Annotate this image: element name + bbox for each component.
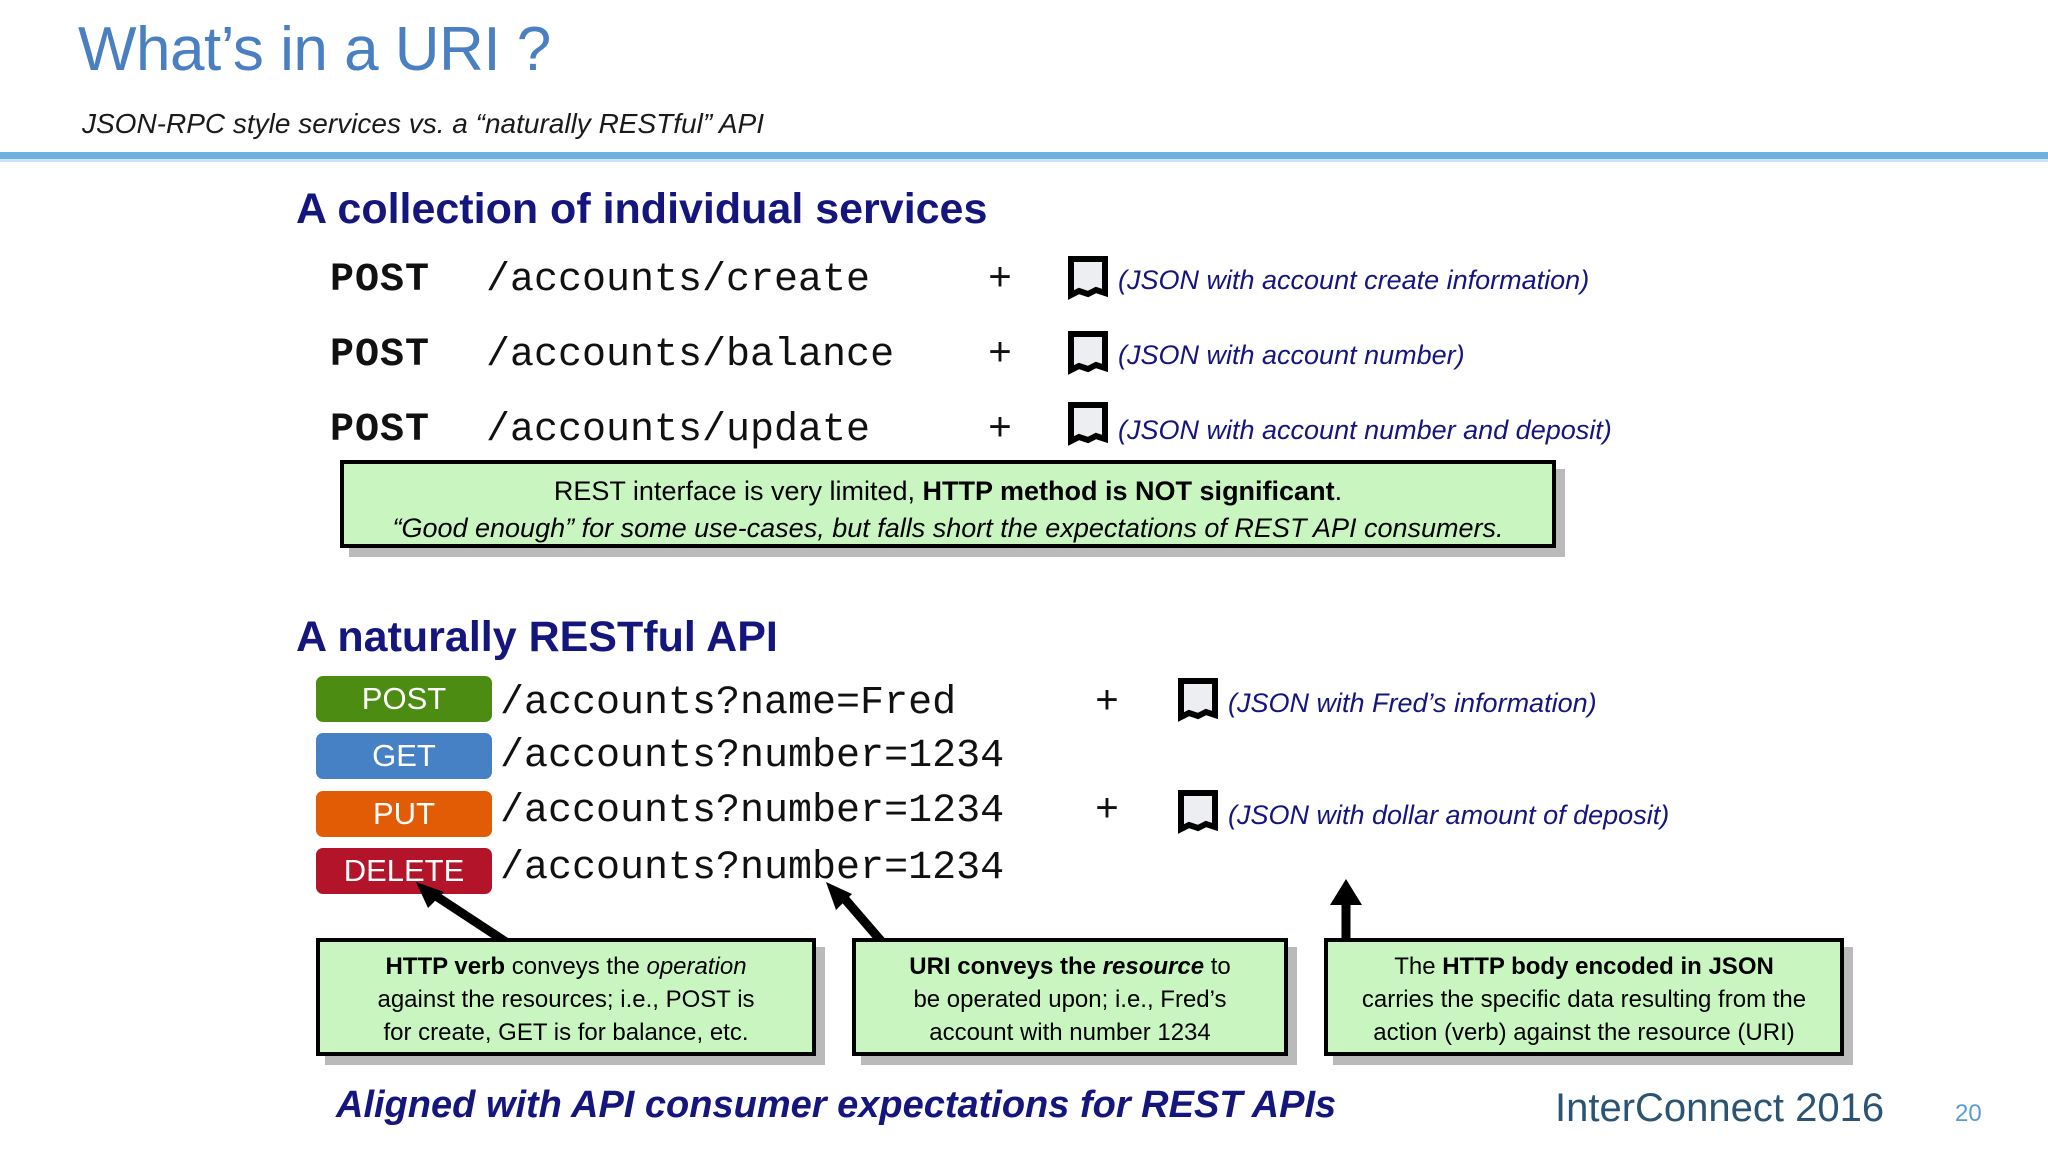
rpc-plus-1: + bbox=[988, 258, 1013, 303]
arrow-body-callout bbox=[1316, 877, 1376, 947]
rest-note-put: (JSON with dollar amount of deposit) bbox=[1228, 800, 1670, 830]
http-verb-badge-post[interactable]: POST bbox=[316, 676, 492, 722]
callout-text: . bbox=[1334, 476, 1343, 506]
badge-label: DELETE bbox=[343, 853, 465, 888]
callout-uri-resource: URI conveys the resource to be operated … bbox=[852, 938, 1288, 1056]
callout-italic: operation bbox=[646, 953, 747, 980]
rpc-uri-1: /accounts/create bbox=[486, 258, 871, 303]
http-verb-badge-get[interactable]: GET bbox=[316, 733, 492, 779]
callout-rest-limited-line1: REST interface is very limited, HTTP met… bbox=[344, 473, 1552, 510]
badge-label: POST bbox=[361, 681, 447, 716]
rest-plus-post: + bbox=[1095, 681, 1120, 726]
callout-rest-limited-line2: “Good enough” for some use-cases, but fa… bbox=[392, 513, 1504, 543]
callout-http-body-line3: action (verb) against the resource (URI) bbox=[1373, 1019, 1795, 1046]
json-document-icon bbox=[1068, 256, 1108, 300]
callout-http-body-line2: carries the specific data resulting from… bbox=[1361, 986, 1807, 1013]
callout-http-verb-line2: against the resources; i.e., POST is bbox=[377, 986, 755, 1013]
arrow-verb-callout bbox=[410, 880, 520, 946]
header-divider bbox=[0, 152, 2048, 159]
callout-bold: HTTP verb bbox=[385, 953, 506, 980]
callout-bold-italic: resource bbox=[1102, 953, 1205, 980]
rpc-note-3: (JSON with account number and deposit) bbox=[1118, 415, 1612, 445]
callout-text: conveys the bbox=[505, 953, 647, 980]
callout-http-verb-line3: for create, GET is for balance, etc. bbox=[383, 1019, 749, 1046]
rpc-verb-2: POST bbox=[330, 333, 431, 378]
http-verb-badge-put[interactable]: PUT bbox=[316, 791, 492, 837]
rpc-note-2: (JSON with account number) bbox=[1118, 340, 1465, 370]
badge-label: PUT bbox=[373, 796, 435, 831]
rest-uri-put: /accounts?number=1234 bbox=[500, 789, 1005, 834]
badge-label: GET bbox=[372, 738, 436, 773]
rpc-verb-3: POST bbox=[330, 408, 431, 453]
callout-bold: HTTP method is NOT significant bbox=[922, 476, 1335, 506]
slide-page-number: 20 bbox=[1955, 1100, 1982, 1127]
page-subtitle: JSON-RPC style services vs. a “naturally… bbox=[82, 108, 765, 139]
callout-uri-resource-line2: be operated upon; i.e., Fred’s bbox=[913, 986, 1227, 1013]
rpc-uri-3: /accounts/update bbox=[486, 408, 871, 453]
callout-text: REST interface is very limited, bbox=[553, 476, 923, 506]
callout-http-body: The HTTP body encoded in JSON carries th… bbox=[1324, 938, 1844, 1056]
rpc-uri-2: /accounts/balance bbox=[486, 333, 895, 378]
callout-bold: URI conveys the bbox=[909, 953, 1103, 980]
json-document-icon bbox=[1068, 331, 1108, 375]
rest-plus-put: + bbox=[1095, 789, 1120, 834]
callout-uri-resource-line1: URI conveys the resource to bbox=[856, 950, 1284, 983]
callout-http-verb: HTTP verb conveys the operation against … bbox=[316, 938, 816, 1056]
rest-uri-delete: /accounts?number=1234 bbox=[500, 846, 1005, 891]
callout-bold: HTTP body encoded in JSON bbox=[1442, 953, 1774, 980]
rpc-plus-2: + bbox=[988, 333, 1013, 378]
rpc-verb-1: POST bbox=[330, 258, 431, 303]
callout-text: to bbox=[1204, 953, 1231, 980]
json-document-icon bbox=[1178, 678, 1218, 722]
callout-text: The bbox=[1394, 953, 1443, 980]
callout-http-body-line1: The HTTP body encoded in JSON bbox=[1328, 950, 1840, 983]
arrow-uri-callout bbox=[820, 880, 910, 946]
footer-brand: InterConnect 2016 bbox=[1555, 1086, 1885, 1130]
footer-tagline: Aligned with API consumer expectations f… bbox=[336, 1084, 1337, 1126]
rpc-note-1: (JSON with account create information) bbox=[1118, 265, 1590, 295]
callout-uri-resource-line3: account with number 1234 bbox=[929, 1019, 1211, 1046]
callout-http-verb-line1: HTTP verb conveys the operation bbox=[320, 950, 812, 983]
callout-rest-limited: REST interface is very limited, HTTP met… bbox=[340, 460, 1556, 548]
rpc-plus-3: + bbox=[988, 408, 1013, 453]
section-heading-rpc: A collection of individual services bbox=[296, 185, 988, 233]
rest-uri-post: /accounts?name=Fred bbox=[500, 681, 957, 726]
rest-note-post: (JSON with Fred’s information) bbox=[1228, 688, 1597, 718]
rest-uri-get: /accounts?number=1234 bbox=[500, 734, 1005, 779]
header-divider-light bbox=[0, 159, 2048, 162]
http-verb-badge-delete[interactable]: DELETE bbox=[316, 848, 492, 894]
section-heading-rest: A naturally RESTful API bbox=[296, 613, 778, 661]
json-document-icon bbox=[1178, 790, 1218, 834]
json-document-icon bbox=[1068, 402, 1108, 446]
page-title: What’s in a URI ? bbox=[78, 15, 551, 84]
